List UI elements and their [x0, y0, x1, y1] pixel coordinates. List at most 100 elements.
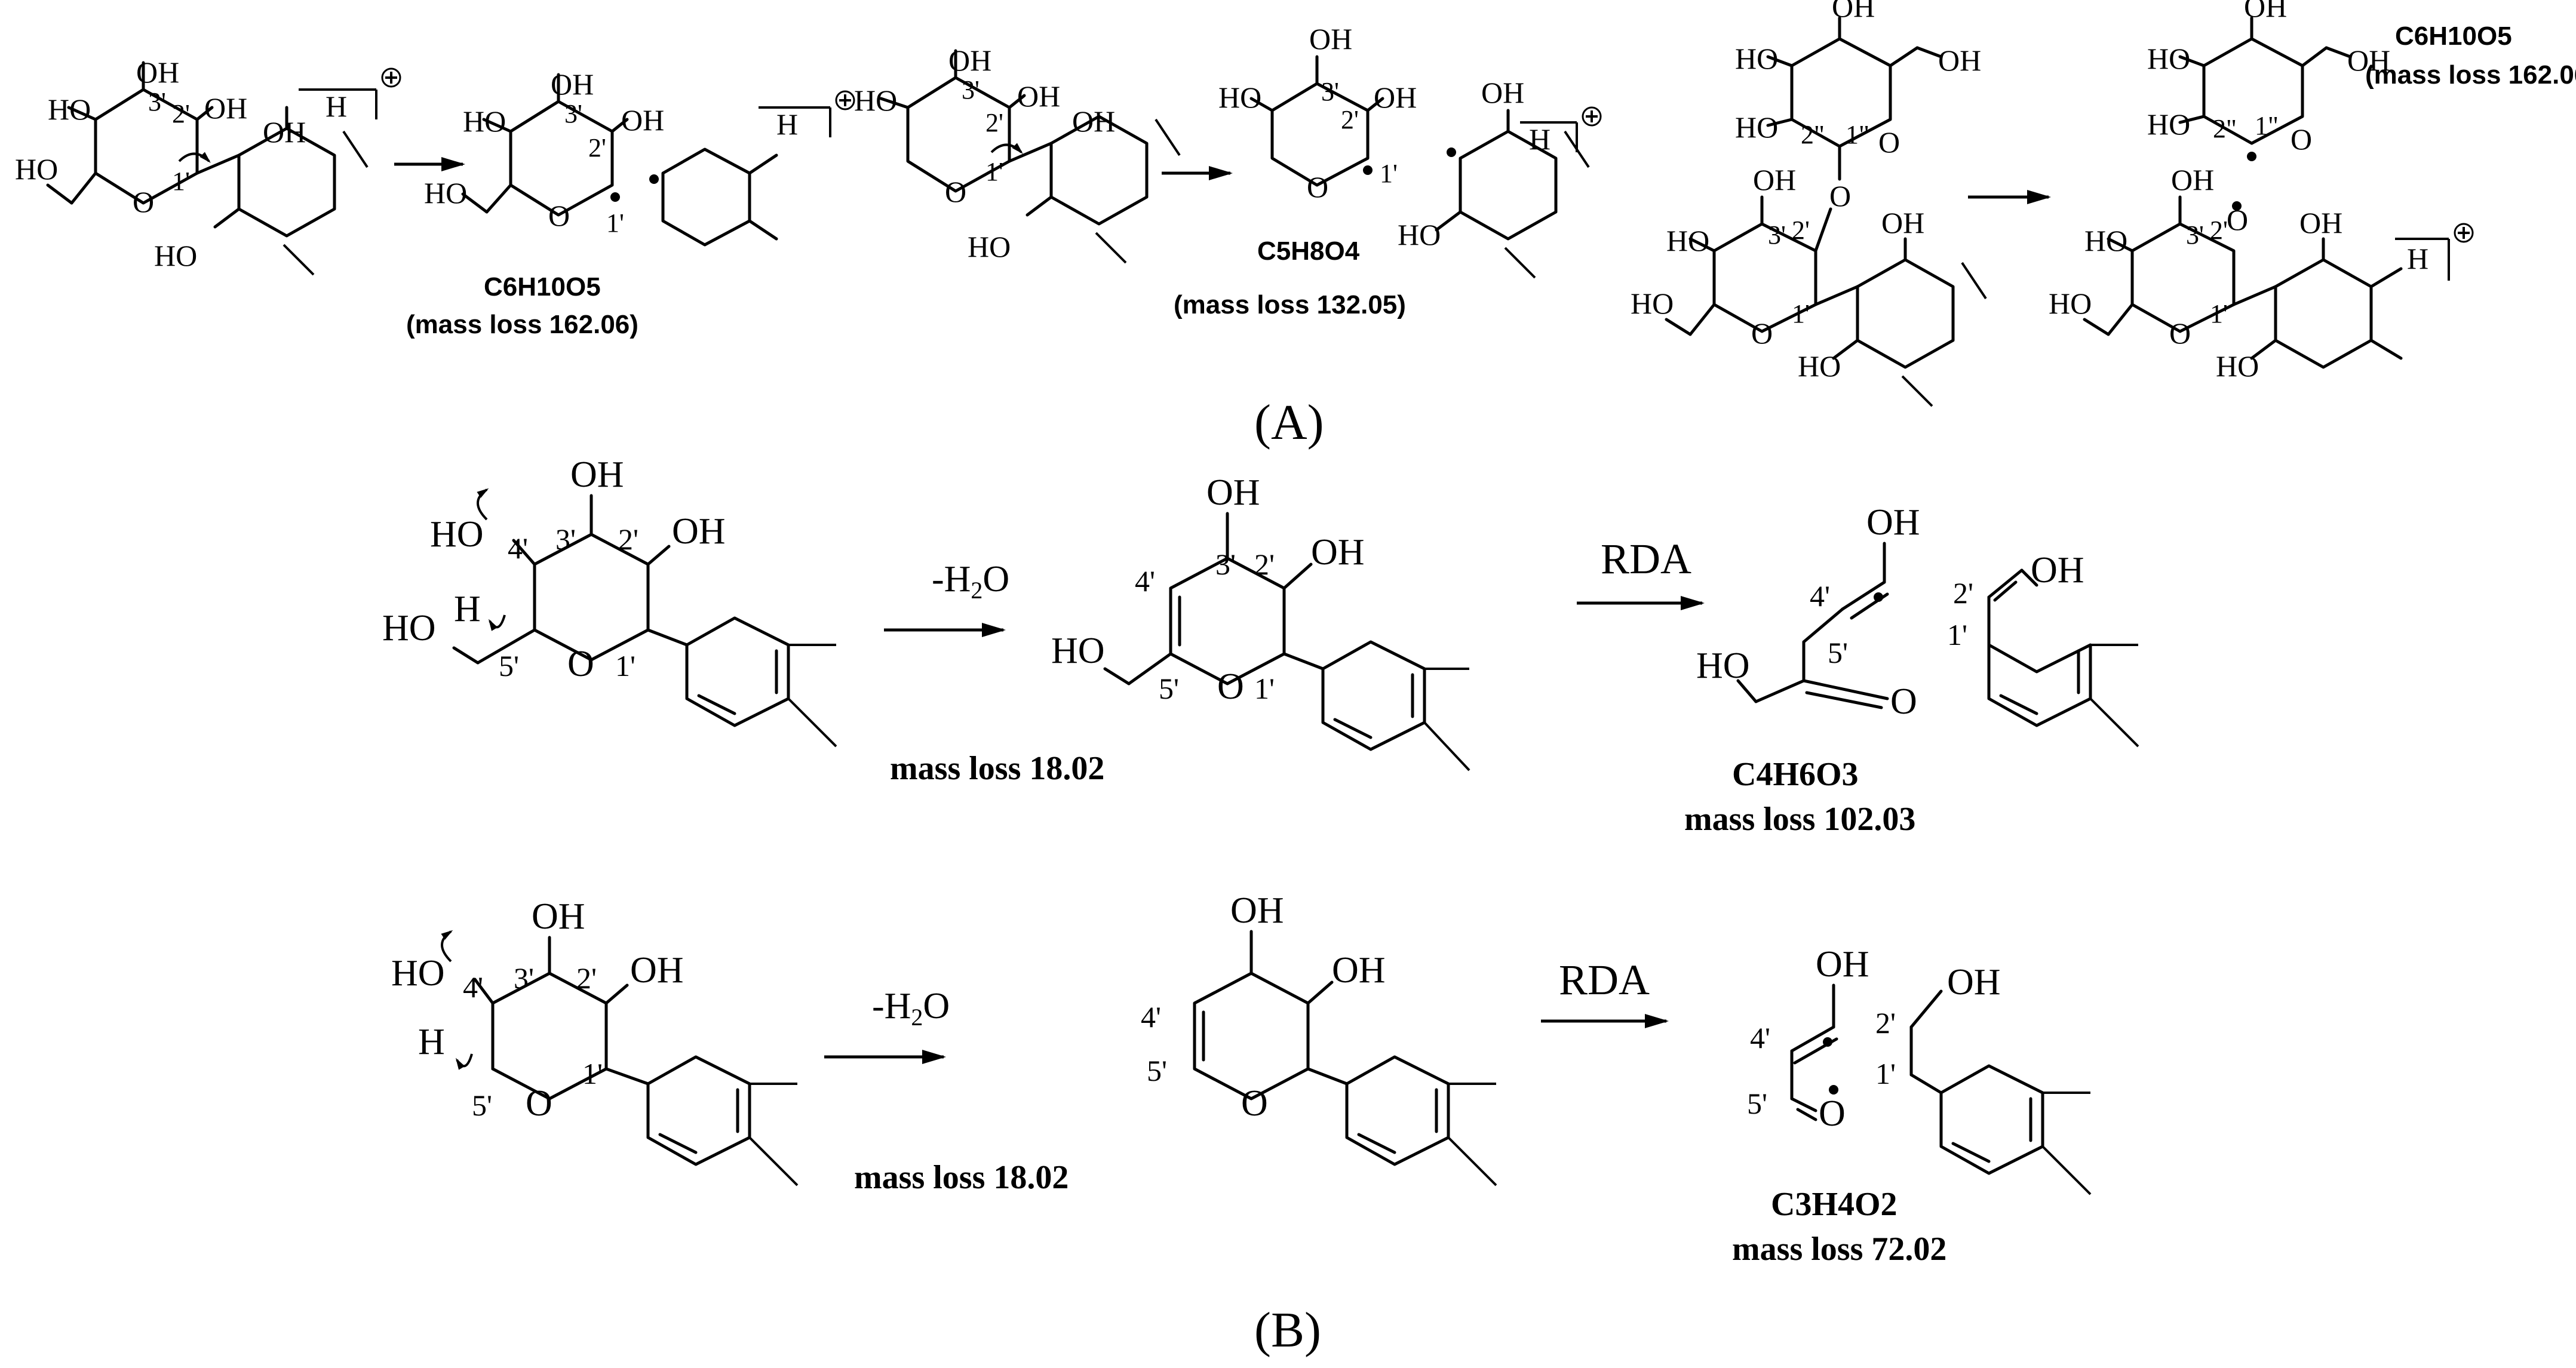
- oh-label: OH: [532, 896, 585, 937]
- water-mass-loss: mass loss 18.02: [890, 750, 1104, 787]
- rda-label: RDA: [1601, 535, 1691, 583]
- a-structure-c-pentoside: OH HO OH OH O HO 3' 2' 1': [854, 44, 1181, 264]
- h-label: H: [326, 90, 347, 123]
- oh-label: OH: [1832, 0, 1875, 23]
- position-1-label: 1': [1792, 299, 1810, 328]
- ho-label: HO: [391, 953, 445, 994]
- a-aromatic-radical-2: OH HO H: [1398, 76, 1602, 279]
- oh-label: OH: [1332, 950, 1386, 991]
- a-fragment-sugar-radical-3: OH HO HO OH O 2" 1" C6H10O5 (mass loss 1…: [2147, 0, 2576, 161]
- ring-oxygen-label: O: [133, 185, 154, 219]
- position-3-label: 3': [1768, 220, 1786, 250]
- ho-label: HO: [430, 514, 484, 555]
- oh-label: OH: [672, 511, 726, 552]
- position-1-label: 1': [606, 208, 624, 238]
- water-mass-loss: mass loss 18.02: [854, 1159, 1069, 1196]
- ho-label: HO: [854, 84, 897, 117]
- position-2-label: 2': [1792, 216, 1810, 245]
- ring-oxygen-label: O: [1878, 125, 1900, 159]
- oh-label: OH: [1481, 76, 1524, 109]
- plus-circle-icon: [1582, 106, 1602, 127]
- radical-dot-icon: [1829, 1085, 1838, 1095]
- a-aglycone-radical: O OH HO HO O OH HO 3' 2' 1' H: [2049, 163, 2474, 383]
- ring-oxygen-label: O: [548, 199, 570, 232]
- position-2-label: 2': [1341, 105, 1359, 134]
- ho-label: HO: [2049, 287, 2092, 320]
- water-loss-label: -H2O: [932, 559, 1009, 604]
- ho-label: HO: [1398, 218, 1441, 251]
- oxygen-label: O: [2227, 203, 2248, 236]
- a-structure-c-glucoside: OH HO OH OH HO O HO 3' 2' 1': [15, 56, 369, 276]
- position-3-label: 3': [148, 87, 166, 116]
- position-1pp-label: 1": [2255, 111, 2279, 140]
- ring-oxygen-label: O: [567, 644, 594, 684]
- oh-label: OH: [1311, 532, 1365, 573]
- ring-oxygen-label: O: [2291, 122, 2312, 156]
- oh-label: OH: [2299, 206, 2342, 239]
- fragment-mass-loss: mass loss 102.03: [1684, 801, 1915, 838]
- position-3-label: 3': [2186, 220, 2204, 250]
- ho-label: HO: [2147, 107, 2190, 141]
- fragment-mass-loss: (mass loss 162.06): [2365, 60, 2576, 90]
- position-3-label: 3': [1321, 77, 1339, 106]
- oh-label: OH: [1881, 206, 1924, 239]
- ring-oxygen-label: O: [526, 1083, 552, 1124]
- oh-label: OH: [2031, 550, 2084, 591]
- plus-circle-icon: [381, 67, 401, 88]
- position-1-label: 1': [1875, 1057, 1896, 1090]
- position-1-label: 1': [172, 167, 190, 196]
- b1-structure-glucoside: OH HO OH HO H O 4' 3' 2' 5' 1': [382, 454, 837, 748]
- fragment-formula: C3H4O2: [1771, 1186, 1898, 1223]
- oh-label: OH: [551, 67, 594, 101]
- radical-dot-icon: [610, 192, 620, 202]
- panel-label-a: (A): [1254, 395, 1324, 450]
- position-2pp-label: 2": [1801, 120, 1825, 149]
- ho-label: HO: [2216, 349, 2259, 383]
- oh-label: OH: [1938, 44, 1981, 77]
- ho-label: HO: [1631, 287, 1674, 320]
- position-2-label: 2': [1953, 576, 1973, 610]
- fragment-formula: C4H6O3: [1732, 756, 1859, 793]
- position-2-label: 2': [2210, 216, 2228, 245]
- a-fragment-sugar-radical-1: OH HO OH HO O 3' 2' 1' C6H10O5 (mass los…: [406, 67, 664, 339]
- position-2-label: 2': [985, 108, 1003, 137]
- proton-bracket-1: H: [299, 67, 401, 123]
- b1-fragment-c4h6o3: OH HO O 4' 5' C4H6O3 mass loss 102.03: [1684, 502, 1920, 838]
- fragment-mass-loss: mass loss 72.02: [1732, 1231, 1946, 1268]
- position-3-label: 3': [555, 522, 576, 556]
- h-label: H: [1529, 122, 1550, 156]
- b2-structure-pentoside: OH HO OH H O 4' 3' 2' 5' 1': [391, 896, 799, 1186]
- position-1-label: 1': [2210, 299, 2228, 328]
- oh-label: OH: [1230, 890, 1284, 931]
- b2-structure-dehydrated: OH OH O 4' 5': [1141, 890, 1497, 1186]
- a-structure-o-glycosyl-c-glycoside: OH HO HO OH O O 2" 1" OH HO HO O OH HO 3…: [1631, 0, 1987, 407]
- oh-label: OH: [1374, 81, 1417, 114]
- ring-oxygen-label: O: [1307, 170, 1328, 204]
- oh-label: OH: [1206, 472, 1260, 513]
- position-1-label: 1': [615, 649, 635, 683]
- ho-label: HO: [382, 608, 436, 648]
- ho-label: HO: [48, 93, 91, 126]
- radical-dot-icon: [1363, 165, 1373, 175]
- oh-label: OH: [2171, 163, 2214, 196]
- oh-label: OH: [1816, 944, 1869, 985]
- ho-label: HO: [15, 152, 58, 186]
- b1-fragment-styrene-enol: OH 2' 1': [1947, 550, 2139, 748]
- position-5-label: 5': [472, 1089, 492, 1122]
- position-4-label: 4': [1750, 1021, 1770, 1055]
- oh-label: OH: [263, 115, 306, 149]
- ho-label: HO: [463, 104, 506, 138]
- fragment-formula: C6H10O5: [2395, 21, 2512, 51]
- position-4-label: 4': [463, 970, 483, 1004]
- h-label: H: [454, 589, 481, 629]
- b2-fragment-c3h4o2: OH O 4' 5' C3H4O2 mass loss 72.02: [1732, 944, 1946, 1268]
- h-label: H: [776, 107, 798, 141]
- b1-structure-dehydrated: OH OH HO O 4' 3' 2' 5' 1': [1051, 472, 1470, 771]
- ring-oxygen-label: O: [1751, 316, 1773, 350]
- position-2-label: 2': [588, 133, 606, 162]
- position-2-label: 2': [172, 99, 190, 128]
- position-3-label: 3': [1215, 548, 1236, 581]
- position-5-label: 5': [499, 649, 519, 683]
- oh-label: OH: [621, 103, 664, 137]
